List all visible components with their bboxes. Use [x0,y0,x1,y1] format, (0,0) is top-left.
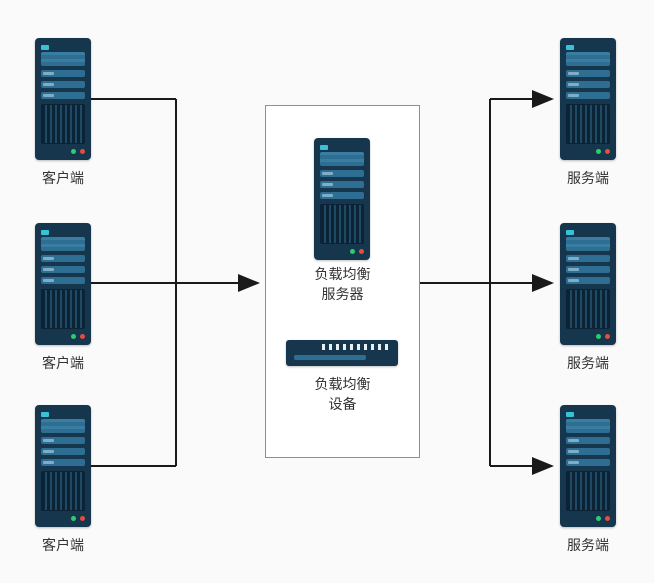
server-tower-icon [560,223,616,345]
tower-leds [566,515,610,522]
tower-leds [566,148,610,155]
tower-screen [320,152,364,166]
load-balancer-device-label-line1: 负载均衡 [314,376,371,392]
tower-leds [41,148,85,155]
led-green [71,149,76,154]
tower-cap [41,410,85,419]
tower-bay [320,170,364,177]
tower-screen [566,419,610,433]
tower-grille [566,289,610,329]
device-slot [294,355,366,360]
load-balancer-server-label-line2: 服务器 [321,286,364,302]
led-green [350,249,355,254]
tower-bay [566,448,610,455]
led-red [605,149,610,154]
led-red [605,334,610,339]
tower-bay [566,459,610,466]
tower-cap [41,43,85,52]
power-light [320,145,328,150]
tower-leds [41,333,85,340]
tower-grille [41,104,85,144]
tower-grille [41,471,85,511]
server-label: 服务端 [567,355,609,371]
device-ports [322,344,388,350]
tower-cap [566,43,610,52]
power-light [566,412,574,417]
tower-screen [41,419,85,433]
tower-grille [566,471,610,511]
led-green [71,334,76,339]
tower-cap [41,228,85,237]
tower-bay [41,70,85,77]
server-tower-icon [560,38,616,160]
tower-bay [566,81,610,88]
tower-bay [566,266,610,273]
load-balancer-server-icon [314,138,370,260]
load-balancer-device-label: 负载均衡 设备 [265,374,420,414]
load-balancer-device-icon [286,340,398,366]
tower-screen [41,52,85,66]
server-label: 服务端 [567,170,609,186]
client-tower-icon [35,38,91,160]
tower-cap [320,143,364,152]
tower-screen [41,237,85,251]
tower-bay [320,192,364,199]
tower-bay [41,459,85,466]
tower-bay [41,81,85,88]
server-label: 服务端 [567,537,609,553]
tower-bay [320,181,364,188]
led-red [359,249,364,254]
tower-leds [566,333,610,340]
led-green [596,334,601,339]
tower-bay [41,437,85,444]
power-light [41,412,49,417]
load-balancer-device-label-line2: 设备 [328,396,357,412]
led-red [80,516,85,521]
tower-screen [566,52,610,66]
tower-grille [566,104,610,144]
power-light [566,230,574,235]
tower-bay [41,266,85,273]
led-green [596,149,601,154]
tower-bay [41,277,85,284]
tower-grille [41,289,85,329]
tower-bay [566,70,610,77]
client-label: 客户端 [42,537,84,553]
tower-bay [566,277,610,284]
client-label: 客户端 [42,355,84,371]
client-label: 客户端 [42,170,84,186]
power-light [41,45,49,50]
power-light [41,230,49,235]
led-green [71,516,76,521]
led-red [80,149,85,154]
server-tower-icon [560,405,616,527]
tower-cap [566,410,610,419]
client-tower-icon [35,223,91,345]
load-balancer-server-label-line1: 负载均衡 [314,266,371,282]
power-light [566,45,574,50]
led-red [80,334,85,339]
tower-leds [320,248,364,255]
led-red [605,516,610,521]
tower-screen [566,237,610,251]
tower-bay [566,437,610,444]
tower-leds [41,515,85,522]
tower-bay [566,92,610,99]
tower-cap [566,228,610,237]
tower-bay [41,448,85,455]
tower-bay [41,255,85,262]
tower-bay [566,255,610,262]
tower-bay [41,92,85,99]
tower-grille [320,204,364,244]
load-balancer-server-label: 负载均衡 服务器 [265,264,420,304]
client-tower-icon [35,405,91,527]
led-green [596,516,601,521]
